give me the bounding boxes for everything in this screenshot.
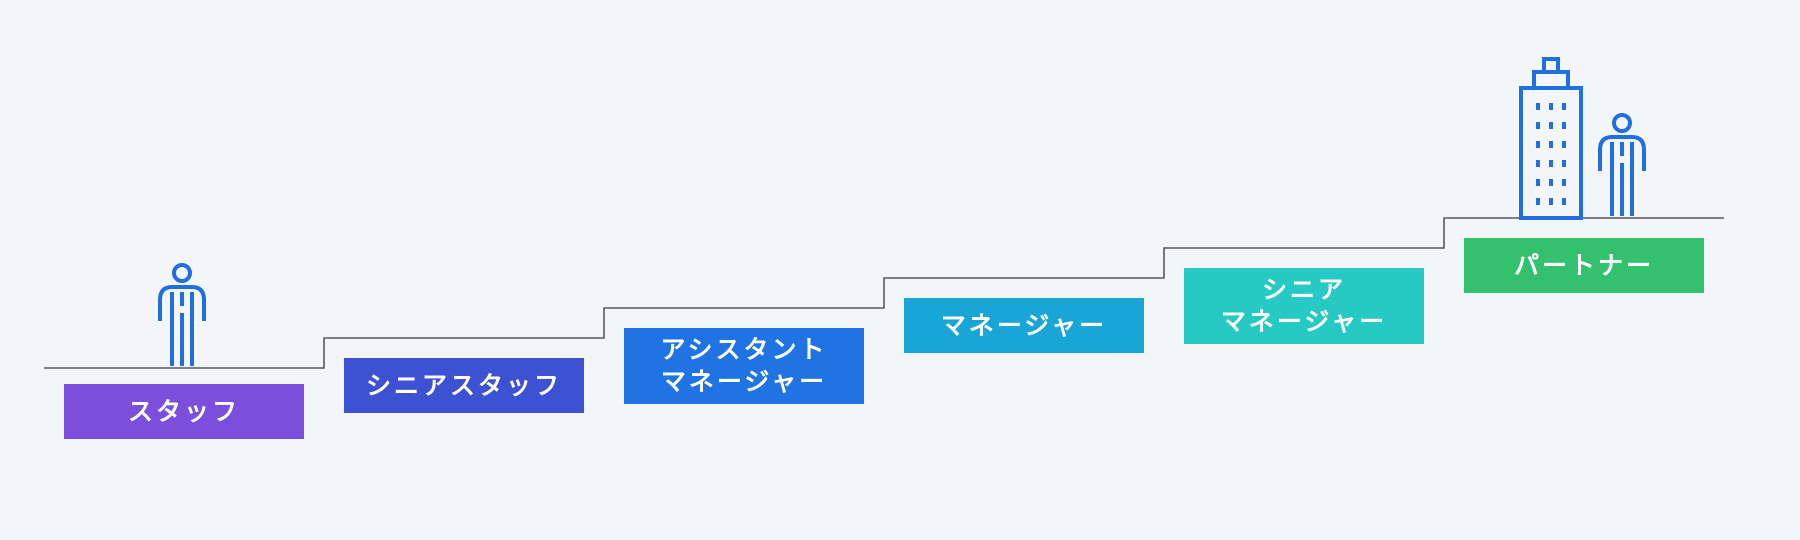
level-label-staff: スタッフ (64, 384, 304, 439)
level-label-partner: パートナー (1464, 238, 1704, 293)
level-label-text: パートナー (1514, 250, 1654, 282)
level-label-senior-manager: シニアマネージャー (1184, 268, 1424, 344)
level-label-text: アシスタントマネージャー (660, 334, 827, 398)
staircase-line (44, 217, 1724, 369)
level-label-line: シニア (1261, 275, 1346, 304)
level-label-text: シニアマネージャー (1221, 274, 1387, 338)
level-label-line: パートナー (1513, 250, 1654, 280)
level-label-text: シニアスタッフ (366, 370, 562, 402)
level-label-manager: マネージャー (904, 298, 1144, 353)
level-label-line: マネージャー (940, 310, 1108, 340)
level-label-line: シニアスタッフ (365, 370, 562, 400)
person-icon (158, 263, 206, 366)
building-icon (1519, 57, 1583, 220)
level-label-assistant-manager: アシスタントマネージャー (624, 328, 864, 404)
level-label-line: マネージャー (1220, 307, 1388, 336)
level-label-senior-staff: シニアスタッフ (344, 358, 584, 413)
level-label-text: スタッフ (128, 396, 240, 428)
level-label-line: スタッフ (127, 396, 240, 426)
level-label-text: マネージャー (941, 310, 1107, 342)
person-icon (1598, 113, 1646, 216)
level-label-line: マネージャー (660, 367, 828, 396)
level-label-line: アシスタント (660, 335, 828, 364)
